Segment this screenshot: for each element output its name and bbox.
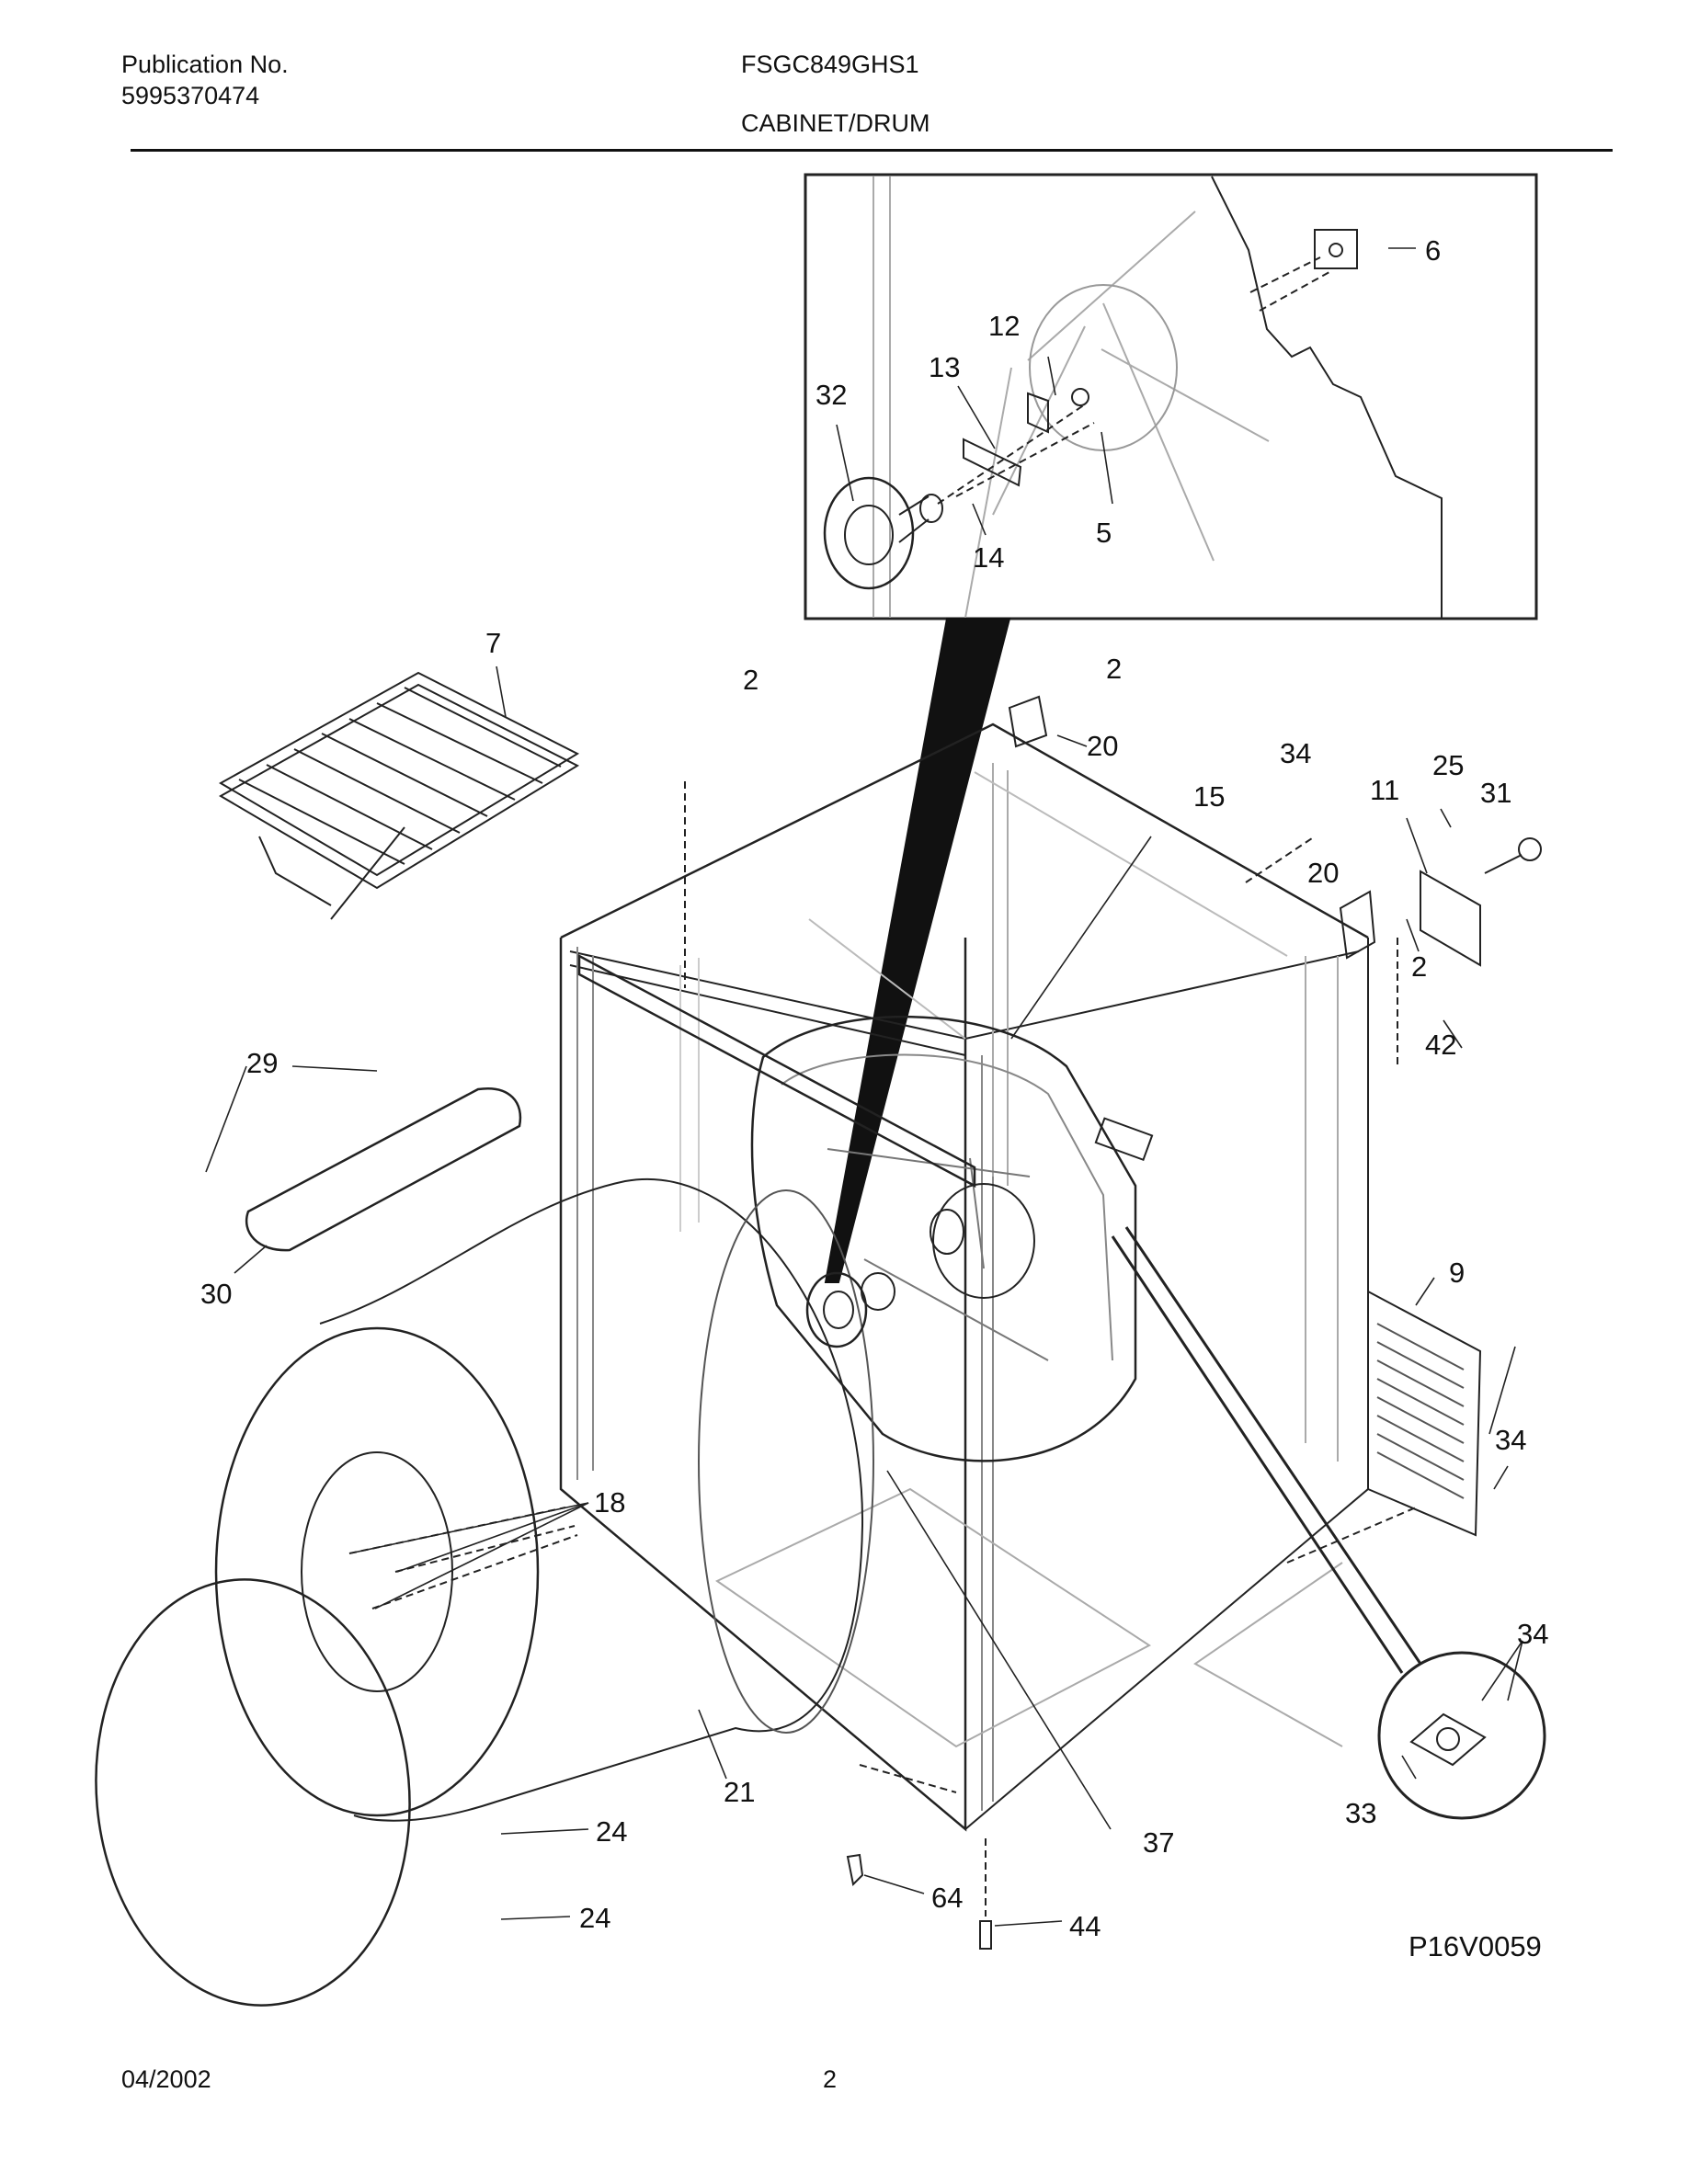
callout-44: 44 — [1069, 1910, 1101, 1942]
leader-lines — [205, 247, 1523, 1927]
callout-37: 37 — [1143, 1826, 1174, 1859]
callout-9: 9 — [1449, 1257, 1465, 1289]
callout-2-top: 2 — [1106, 653, 1122, 685]
header-rule — [131, 149, 1613, 152]
figure-id: P16V0059 — [1409, 1930, 1542, 1962]
callout-25: 25 — [1432, 749, 1464, 781]
callout-29: 29 — [246, 1047, 278, 1079]
callout-33: 33 — [1345, 1797, 1376, 1829]
callout-20-mid: 20 — [1307, 857, 1339, 889]
callout-34-mid: 34 — [1495, 1424, 1526, 1456]
inset-pointer — [824, 618, 1011, 1283]
publication-label: Publication No. — [121, 51, 289, 78]
callout-32: 32 — [815, 379, 847, 411]
callout-11: 11 — [1370, 774, 1399, 806]
rear-bulkhead — [750, 1016, 1154, 1462]
callout-64: 64 — [931, 1882, 963, 1914]
toe-strip — [245, 1086, 522, 1252]
callout-18: 18 — [594, 1486, 625, 1519]
callout-30: 30 — [200, 1278, 232, 1310]
callout-2-right: 2 — [1411, 950, 1427, 983]
top-rail — [577, 953, 976, 1189]
callout-20-top: 20 — [1087, 730, 1118, 762]
drying-rack — [218, 671, 580, 920]
callout-13: 13 — [929, 351, 960, 383]
section-title: CABINET/DRUM — [741, 109, 930, 137]
callout-5: 5 — [1096, 517, 1112, 549]
callout-14: 14 — [973, 541, 1004, 574]
cabinet-outline — [559, 722, 1369, 1832]
publication-number: 5995370474 — [121, 82, 260, 109]
drum-bearing — [805, 1271, 895, 1348]
detail-circle — [1111, 1226, 1546, 1820]
model-number: FSGC849GHS1 — [741, 51, 919, 78]
callout-34-top: 34 — [1280, 737, 1311, 769]
callout-42: 42 — [1425, 1029, 1456, 1061]
drum — [95, 1178, 874, 2007]
callout-labels: 6 12 13 32 5 14 7 2 2 20 34 25 11 31 15 … — [200, 234, 1548, 1962]
footer-page-number: 2 — [823, 2065, 838, 2093]
callout-15: 15 — [1193, 780, 1225, 813]
callout-6: 6 — [1425, 234, 1441, 267]
rear-small-parts — [684, 695, 1542, 1950]
callout-34-low: 34 — [1517, 1618, 1548, 1650]
callout-21: 21 — [724, 1776, 755, 1808]
vent-panel — [1367, 1290, 1482, 1537]
callout-24-lower: 24 — [579, 1902, 610, 1934]
footer-date: 04/2002 — [121, 2065, 211, 2093]
callout-7: 7 — [485, 627, 501, 659]
callout-2-left: 2 — [743, 664, 758, 696]
inset-detail-box — [804, 173, 1538, 620]
callout-24-upper: 24 — [596, 1815, 627, 1848]
callout-31: 31 — [1480, 777, 1511, 809]
callout-12: 12 — [988, 310, 1020, 342]
